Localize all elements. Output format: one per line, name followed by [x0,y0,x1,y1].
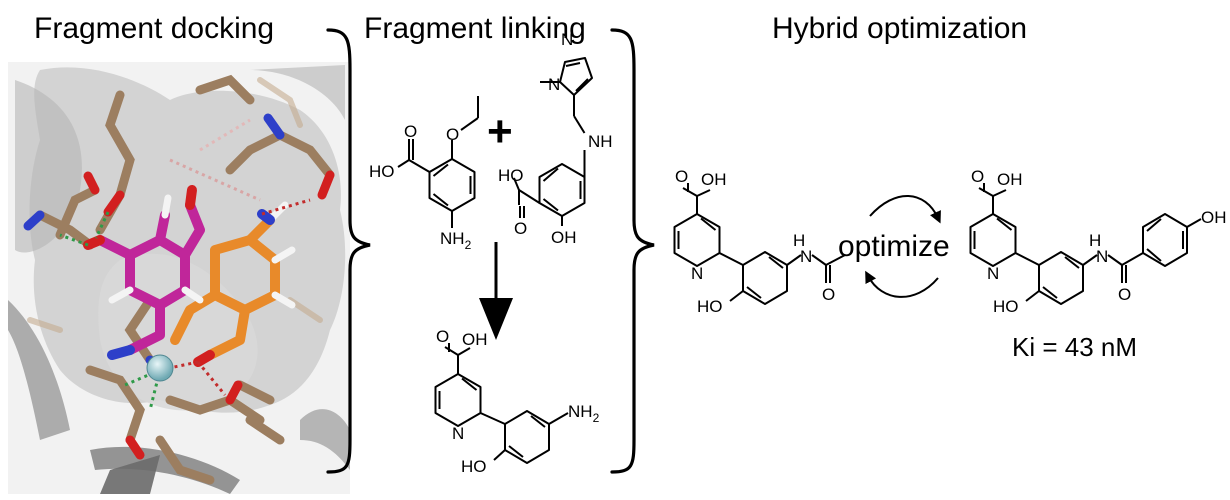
atom-o: O [822,285,835,304]
atom-h: H [793,231,805,250]
atom-ho: HO [498,166,524,185]
atom-nh: NH [588,132,613,151]
atom-ho: HO [461,457,487,476]
header-fragment-docking: Fragment docking [34,12,275,45]
hybrid-start-structure: O OH N H N O HO [673,167,846,316]
atom-oh: OH [462,330,488,349]
atom-oh: OH [551,228,577,247]
atom-o: O [404,122,417,141]
atom-o: O [436,327,449,346]
linked-product-structure: O OH N NH2 HO [434,327,600,476]
atom-o: O [514,219,527,238]
atom-n: N [691,264,703,283]
atom-ho: HO [993,297,1019,316]
atom-o: O [971,167,984,186]
fragment-b-structure: N N NH HO O OH [498,30,613,247]
atom-n: N [1096,247,1108,266]
atom-oh: OH [701,170,727,189]
atom-ho: HO [369,162,395,181]
atom-ho: HO [697,297,723,316]
atom-oh: OH [1201,208,1227,227]
docking-render [8,62,350,494]
ki-value: Ki = 43 nM [1012,332,1137,362]
atom-nh2: NH2 [568,402,600,425]
fragment-a-structure: O O HO NH2 [369,96,479,252]
bracket-1 [326,28,371,474]
atom-o: O [675,167,688,186]
atom-n: N [800,247,812,266]
hybrid-optimized-structure: O OH N H N O OH HO [969,167,1227,316]
plus-sign: + [487,107,513,156]
atom-h: H [1089,231,1101,250]
linking-arrow [479,242,513,340]
header-fragment-linking: Fragment linking [364,12,586,45]
atom-n: N [561,30,573,49]
optimize-cycle: optimize [838,195,950,298]
atom-o: O [1118,285,1131,304]
header-hybrid-optimization: Hybrid optimization [772,12,1028,45]
atom-n: N [452,424,464,443]
bracket-2 [610,28,655,474]
optimize-label: optimize [838,230,950,263]
atom-n: N [548,75,560,94]
atom-oh: OH [997,170,1023,189]
atom-nh2: NH2 [440,229,472,252]
atom-n: N [987,264,999,283]
atom-o: O [446,125,459,144]
